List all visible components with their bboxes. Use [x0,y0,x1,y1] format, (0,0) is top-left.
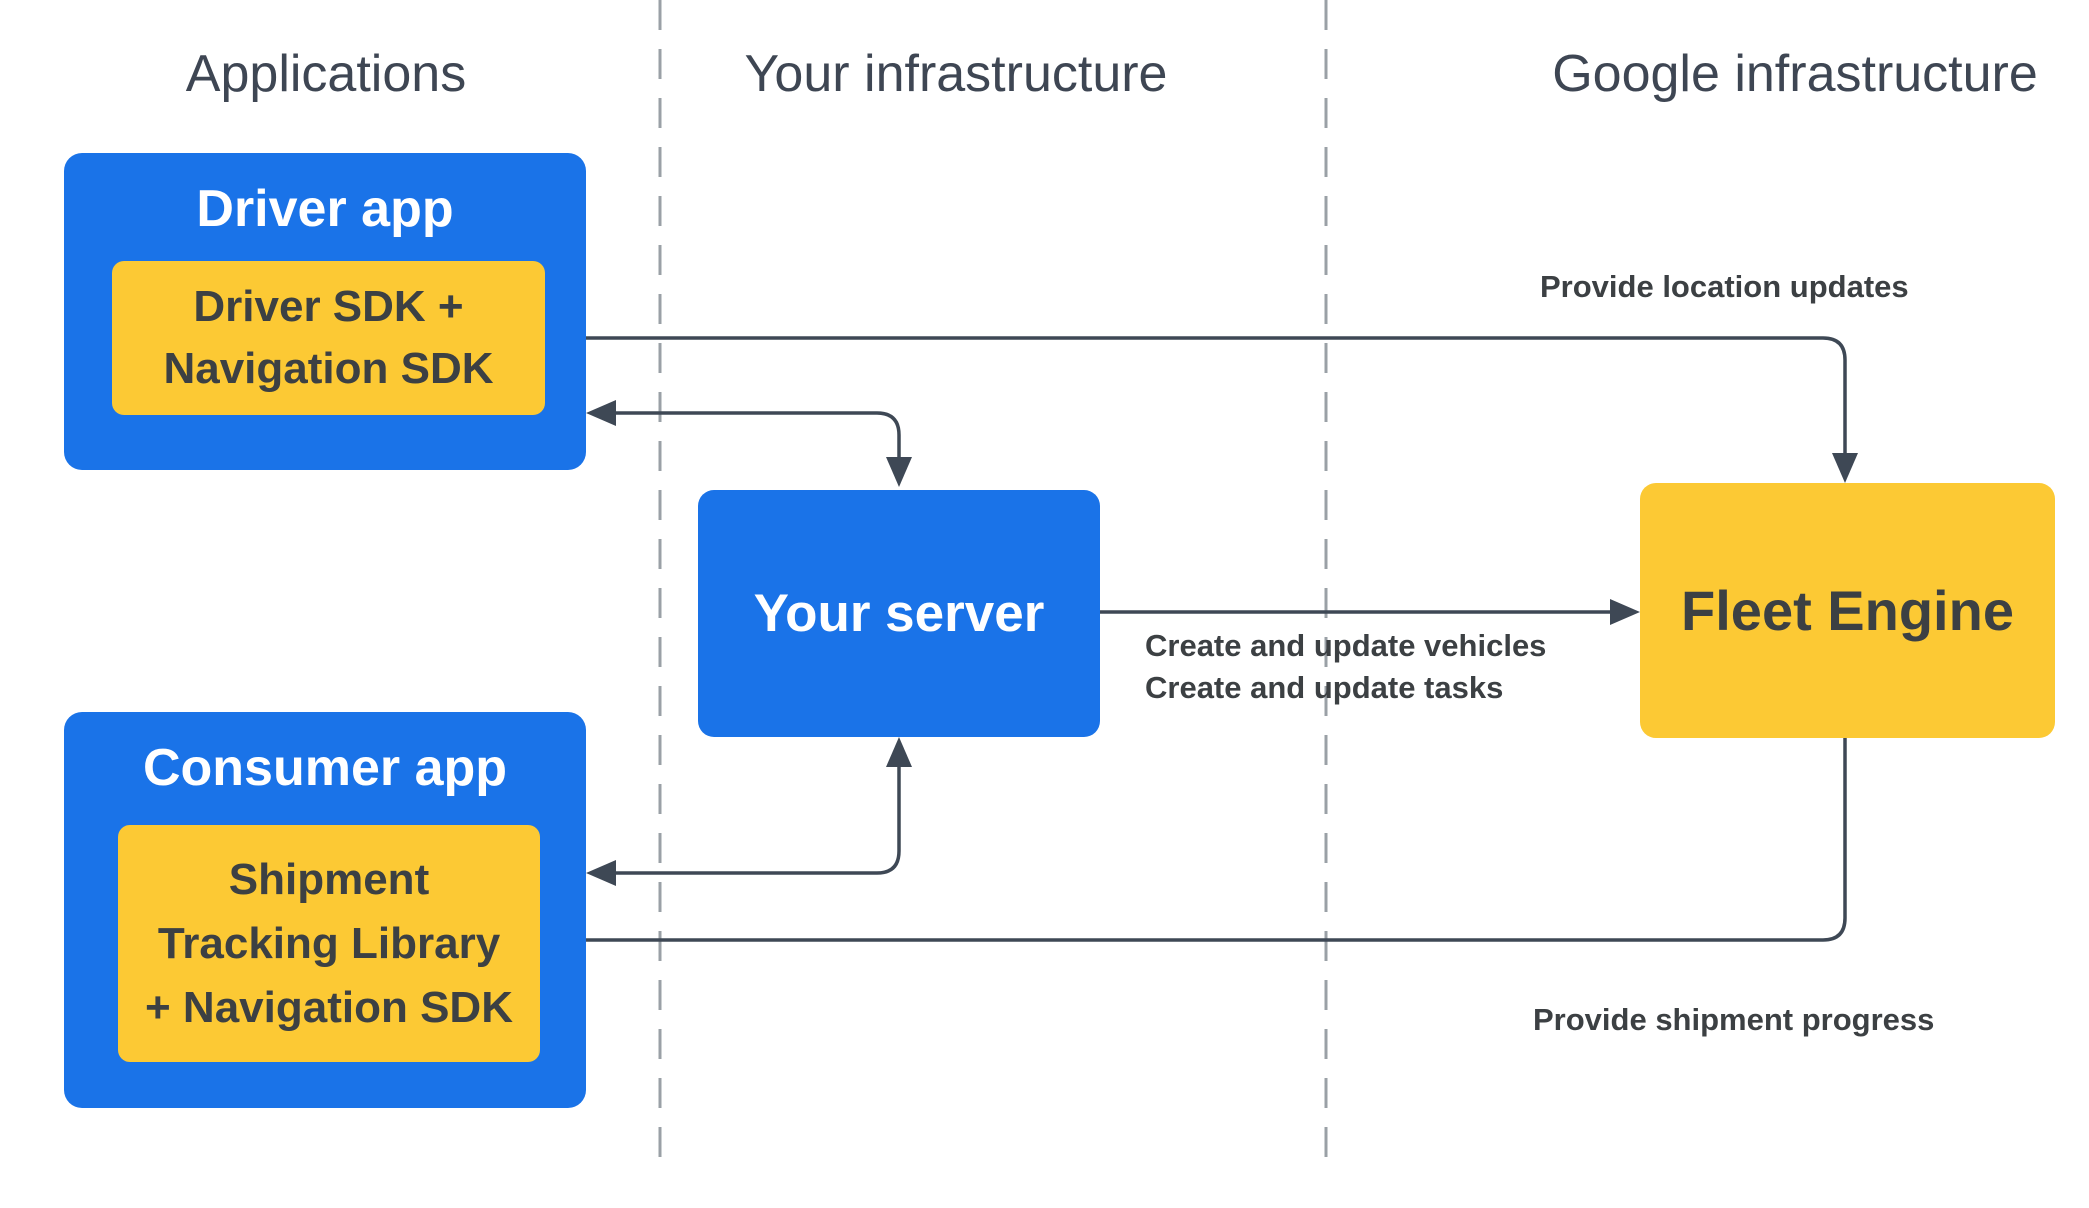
connector-driver-app-your-server [614,411,901,459]
driver-app-box: Driver app Driver SDK + Navigation SDK [64,153,586,470]
arrowhead-into-consumer-app [586,860,616,886]
your-server-title: Your server [753,584,1045,643]
connector-consumer-app-your-server [614,765,901,875]
shipment-tracking-label: Shipment Tracking Library + Navigation S… [145,854,513,1032]
arrowhead-into-fleet-engine-top [1832,453,1858,483]
connector-driver-sdk-fleet-engine [573,336,1847,455]
column-header-google-infrastructure: Google infrastructure [1552,45,2038,103]
edge-label-create-and-update: Create and update vehicles Create and up… [1145,628,1547,705]
driver-sdk-box: Driver SDK + Navigation SDK [112,261,545,415]
arrowhead-into-driver-app [586,400,616,426]
connector-fleet-engine-shipment-library [571,738,1847,942]
your-server-box: Your server [698,490,1100,737]
fleet-engine-box: Fleet Engine [1640,483,2055,738]
shipment-tracking-box: Shipment Tracking Library + Navigation S… [118,825,540,1062]
consumer-app-box: Consumer app Shipment Tracking Library +… [64,712,586,1108]
arrowhead-into-your-server-bottom [886,737,912,767]
edge-label-provide-location-updates: Provide location updates [1540,269,1909,304]
column-header-applications: Applications [185,45,467,103]
driver-app-title: Driver app [196,180,454,238]
edge-label-provide-shipment-progress: Provide shipment progress [1533,1002,1935,1037]
fleet-engine-title: Fleet Engine [1681,579,2014,642]
arrowhead-into-fleet-engine-left [1610,599,1640,625]
column-header-your-infrastructure: Your infrastructure [744,45,1168,103]
driver-sdk-label: Driver SDK + Navigation SDK [163,282,494,393]
arrowhead-into-your-server-top [886,457,912,487]
consumer-app-title: Consumer app [142,739,508,797]
